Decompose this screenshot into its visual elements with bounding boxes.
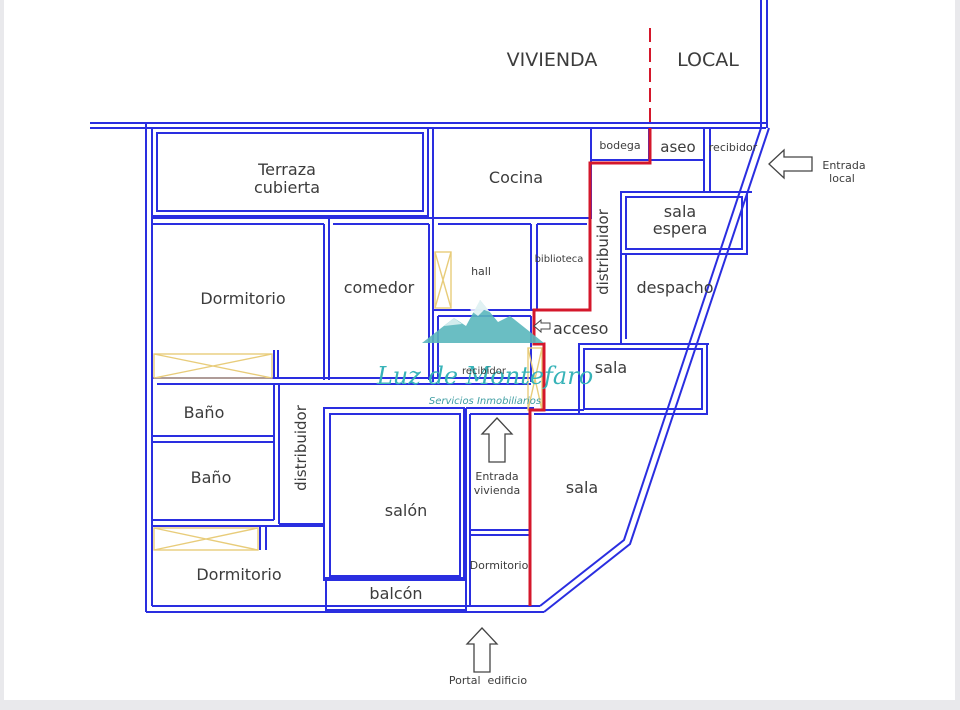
watermark-tagline: Servicios Inmobiliarios: [429, 396, 541, 407]
entrada-local-label-2: local: [829, 172, 855, 185]
entrada-vivienda-arrow: [480, 417, 514, 463]
entrada-local-label: Entrada: [822, 159, 865, 172]
entrada-local-arrow: [768, 148, 813, 180]
room-dormitorio-3-label: Dormitorio: [196, 565, 281, 584]
room-recibidor-label: recibidor: [462, 366, 507, 377]
room-acceso-label: acceso: [553, 319, 608, 338]
room-aseo-label: aseo: [660, 138, 695, 156]
zone-vivienda-label: VIVIENDA: [507, 49, 598, 71]
floor-plan-frame: Luz de Montefaro Servicios Inmobiliarios…: [4, 0, 955, 700]
walls: [90, 0, 770, 613]
portal-arrow: [465, 627, 499, 673]
room-sala-big-label: sala: [566, 478, 598, 497]
room-distribuidor-local-label: distribuidor: [594, 208, 612, 295]
room-bano-2-label: Baño: [191, 468, 232, 487]
floor-plan: Luz de Montefaro Servicios Inmobiliarios…: [90, 0, 866, 687]
mountain-icon: [422, 300, 544, 343]
room-salon-label: salón: [385, 501, 428, 520]
property-boundary: [528, 28, 652, 606]
entrada-vivienda-label-2: vivienda: [474, 484, 521, 497]
entrada-vivienda-label: Entrada: [475, 470, 518, 483]
room-dormitorio-1-label: Dormitorio: [200, 289, 285, 308]
arrows: [465, 148, 813, 673]
room-cocina-label: Cocina: [489, 168, 543, 187]
room-sala-small-label: sala: [595, 358, 627, 377]
room-dormitorio-2-label: Dormitorio: [470, 559, 529, 572]
room-bano-1-label: Baño: [184, 403, 225, 422]
room-hall-label: hall: [471, 265, 491, 278]
room-sala-espera-label-2: espera: [653, 219, 708, 238]
room-recibidor-local-label: recibidor: [709, 141, 758, 154]
room-sala-espera-label: sala: [664, 202, 696, 221]
room-biblioteca-label: biblioteca: [535, 254, 584, 265]
acceso-arrow: [533, 318, 551, 334]
portal-edificio-label: Portal edificio: [449, 674, 527, 687]
room-terraza-label: Terraza: [257, 160, 316, 179]
watermark-logo: Luz de Montefaro Servicios Inmobiliarios: [376, 300, 593, 407]
room-distribuidor-label: distribuidor: [292, 404, 310, 491]
room-terraza-label-2: cubierta: [254, 178, 320, 197]
labels: VIVIENDA LOCAL Terraza cubierta Cocina b…: [184, 49, 866, 687]
room-comedor-label: comedor: [344, 278, 415, 297]
zone-local-label: LOCAL: [677, 49, 739, 71]
room-bodega-label: bodega: [599, 139, 640, 152]
room-despacho-label: despacho: [636, 278, 713, 297]
watermark-brand: Luz de Montefaro: [376, 362, 593, 390]
closets: [153, 251, 543, 551]
room-balcon-label: balcón: [369, 584, 422, 603]
